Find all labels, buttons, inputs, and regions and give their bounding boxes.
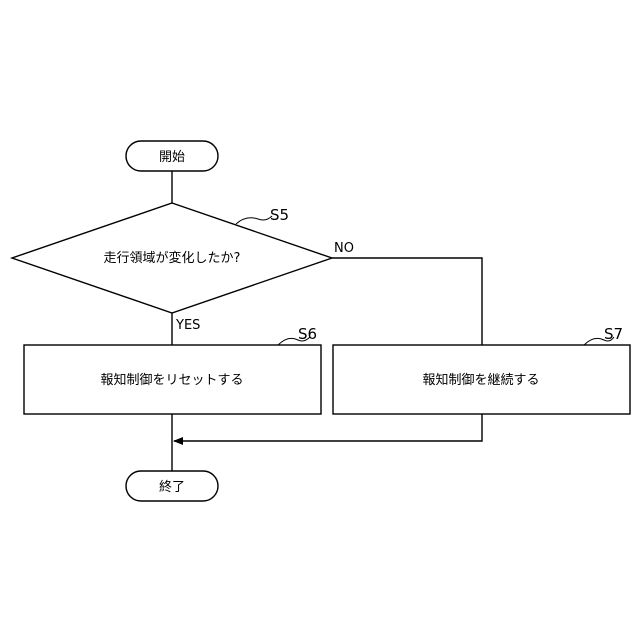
decision-step-leader	[236, 216, 272, 224]
process-continue-step-id: S7	[604, 325, 623, 343]
start-label: 開始	[159, 150, 185, 165]
process-reset-step-id: S6	[298, 325, 317, 343]
decision-step-id: S5	[270, 206, 289, 224]
process-reset: 報知制御をリセットする	[24, 345, 321, 414]
process-continue: 報知制御を継続する	[333, 345, 630, 414]
edge-decision-no-to-process-no	[332, 258, 482, 345]
process-continue-label: 報知制御を継続する	[422, 372, 539, 388]
decision-label: 走行領域が変化したか?	[104, 250, 241, 266]
end-label: 終了	[159, 479, 185, 495]
end-terminal: 終了	[126, 471, 218, 501]
start-terminal: 開始	[126, 141, 218, 171]
decision-yes-label: YES	[175, 318, 200, 333]
edge-process-no-merge	[174, 414, 482, 441]
decision-no-label: NO	[334, 241, 354, 256]
process-reset-label: 報知制御をリセットする	[100, 372, 243, 388]
